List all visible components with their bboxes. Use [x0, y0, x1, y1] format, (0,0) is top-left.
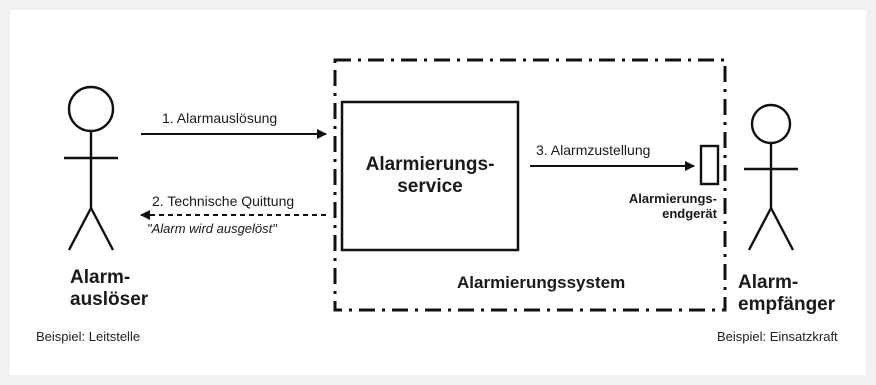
receiver-name-line1: Alarm- — [738, 272, 799, 293]
service-title-line1: Alarmierungs- — [365, 154, 495, 175]
step1-label: 1. Alarmauslösung — [162, 110, 278, 126]
step2-label: 2. Technische Quittung — [152, 193, 295, 209]
receiver-name: Alarm- empfänger — [738, 272, 835, 316]
system-boundary — [333, 58, 727, 312]
device-icon — [699, 144, 720, 186]
sender-actor-figure — [64, 85, 118, 251]
receiver-actor-figure — [744, 103, 798, 251]
system-label: Alarmierungssystem — [457, 273, 626, 292]
device-label-line2: endgerät — [662, 205, 717, 221]
step2-note: "Alarm wird ausgelöst" — [147, 221, 277, 236]
step3-label: 3. Alarmzustellung — [536, 142, 651, 158]
sender-name: Alarm- auslöser — [70, 267, 148, 311]
service-title-line2: service — [397, 175, 463, 197]
sender-name-line1: Alarm- — [70, 267, 131, 288]
service-box — [340, 100, 520, 252]
receiver-example: Beispiel: Einsatzkraft — [717, 329, 838, 344]
sender-name-line2: auslöser — [70, 288, 149, 310]
service-title: Alarmierungs- service — [342, 154, 518, 198]
device-label-line1: Alarmierungs- — [628, 191, 717, 206]
receiver-name-line2: empfänger — [738, 293, 836, 315]
device-label: Alarmierungs- endgerät — [600, 191, 717, 222]
sender-example: Beispiel: Leitstelle — [36, 329, 141, 344]
